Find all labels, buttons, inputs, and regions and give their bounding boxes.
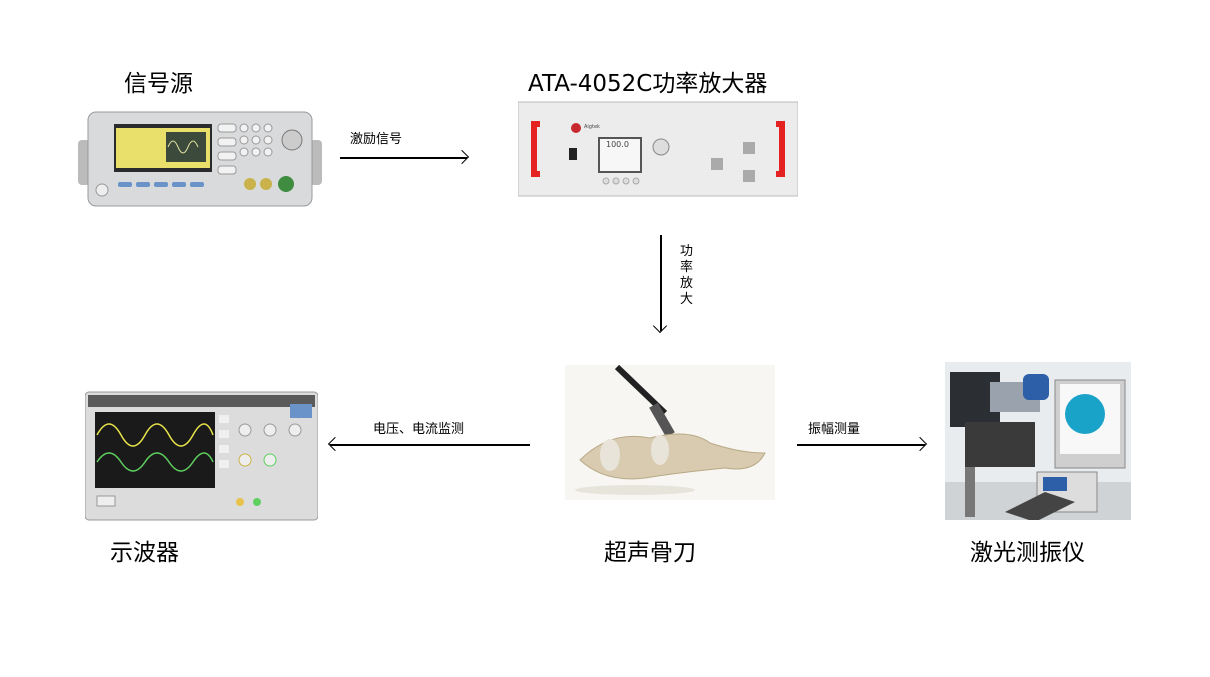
label-laser-vibrometer: 激光测振仪 xyxy=(970,540,1085,566)
arrow-excitation xyxy=(340,157,467,159)
oscilloscope-image xyxy=(84,390,319,525)
power-amplifier-image: Aigtek 100.0 xyxy=(517,100,799,198)
label-power-amp: 功率放大 xyxy=(680,244,694,307)
signal-generator-image xyxy=(78,110,322,208)
label-signal-source: 信号源 xyxy=(124,71,193,97)
laser-vibrometer-image xyxy=(945,362,1131,522)
arrow-monitor xyxy=(330,444,530,446)
arrow-amplitude xyxy=(797,444,925,446)
label-amplitude-measurement: 振幅测量 xyxy=(808,422,861,437)
label-amplifier: ATA-4052C功率放大器 xyxy=(528,71,768,97)
ultrasonic-scalpel-image xyxy=(565,364,775,500)
label-excitation-signal: 激励信号 xyxy=(350,132,403,147)
amp-brand: Aigtek xyxy=(584,124,600,130)
amp-display-value: 100.0 xyxy=(606,140,629,149)
label-scalpel: 超声骨刀 xyxy=(604,540,696,566)
arrow-power-amp xyxy=(660,235,662,331)
label-oscilloscope: 示波器 xyxy=(110,540,179,566)
label-voltage-current-monitor: 电压、电流监测 xyxy=(373,422,465,437)
